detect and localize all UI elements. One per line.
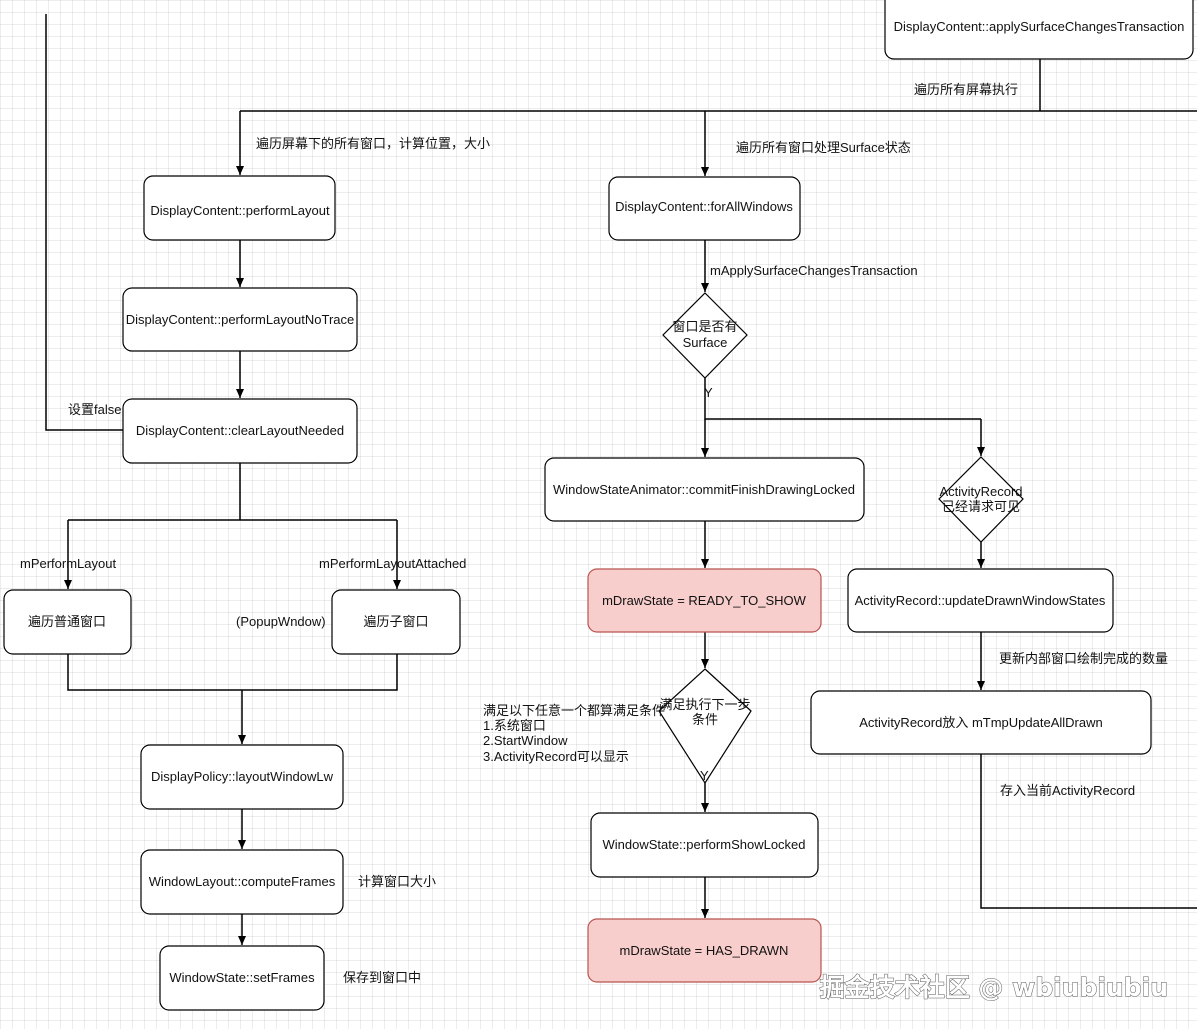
label-yes-condition: Y xyxy=(700,768,709,783)
label-condition-title: 满足以下任意一个都算满足条件 xyxy=(483,703,665,718)
node-compute-frames: WindowLayout::computeFrames xyxy=(140,849,344,915)
edge-labels: 遍历所有屏幕执行 遍历屏幕下的所有窗口，计算位置，大小 遍历所有窗口处理Surf… xyxy=(20,82,1168,985)
label-popup-window: (PopupWndow) xyxy=(236,614,326,629)
node-apply-surface-label: DisplayContent::applySurfaceChangesTrans… xyxy=(894,19,1185,34)
node-perform-layout-no-trace-label: DisplayContent::performLayoutNoTrace xyxy=(126,312,355,327)
edge-save-current xyxy=(980,754,1197,909)
label-save-to-window: 保存到窗口中 xyxy=(343,970,421,985)
node-compute-frames-box xyxy=(140,849,344,915)
node-perform-show-box xyxy=(590,812,819,878)
node-for-all-windows-label: DisplayContent::forAllWindows xyxy=(615,199,793,214)
node-layout-window-lw: DisplayPolicy::layoutWindowLw xyxy=(140,744,344,810)
node-meets-condition-label-1: 满足执行下一步 xyxy=(659,697,750,712)
node-traverse-child-box xyxy=(331,589,461,655)
node-tmp-update: ActivityRecord放入 mTmpUpdateAllDrawn xyxy=(810,690,1152,755)
label-set-false: 设置false xyxy=(68,402,121,417)
node-activity-visible-label-2: 已经请求可见 xyxy=(942,499,1020,514)
edge-clear-split xyxy=(68,463,397,521)
node-has-surface-label-1: 窗口是否有 xyxy=(672,319,737,334)
node-for-all-windows-box xyxy=(608,176,801,241)
node-tmp-update-label: ActivityRecord放入 mTmpUpdateAllDrawn xyxy=(859,715,1102,730)
node-has-surface-label-2: Surface xyxy=(683,335,728,350)
label-m-apply: mApplySurfaceChangesTransaction xyxy=(710,263,918,278)
edge-surface-split xyxy=(704,378,981,420)
node-perform-show-label: WindowState::performShowLocked xyxy=(602,837,805,852)
node-for-all-windows: DisplayContent::forAllWindows xyxy=(608,176,801,241)
node-traverse-child: 遍历子窗口 xyxy=(331,589,461,655)
node-layout-window-lw-label: DisplayPolicy::layoutWindowLw xyxy=(151,769,334,784)
node-set-frames-label: WindowState::setFrames xyxy=(169,970,315,985)
node-commit-finish-box xyxy=(544,457,865,522)
node-activity-visible: ActivityRecord 已经请求可见 xyxy=(938,456,1024,543)
node-perform-layout-label: DisplayContent::performLayout xyxy=(150,203,330,218)
label-traverse-surface-state: 遍历所有窗口处理Surface状态 xyxy=(736,140,911,155)
node-compute-frames-label: WindowLayout::computeFrames xyxy=(149,874,336,889)
node-traverse-normal: 遍历普通窗口 xyxy=(3,589,132,655)
label-condition-1: 1.系统窗口 xyxy=(483,718,546,733)
node-perform-show: WindowState::performShowLocked xyxy=(590,812,819,878)
node-perform-layout-no-trace: DisplayContent::performLayoutNoTrace xyxy=(122,287,358,352)
node-commit-finish: WindowStateAnimator::commitFinishDrawing… xyxy=(544,457,865,522)
node-activity-visible-diamond xyxy=(938,456,1024,543)
node-ready-to-show: mDrawState = READY_TO_SHOW xyxy=(587,568,822,633)
label-condition-3: 3.ActivityRecord可以显示 xyxy=(483,749,629,764)
node-ready-to-show-box xyxy=(587,568,822,633)
node-perform-layout: DisplayContent::performLayout xyxy=(143,175,336,241)
node-clear-layout-needed-label: DisplayContent::clearLayoutNeeded xyxy=(136,423,344,438)
node-has-drawn-label: mDrawState = HAS_DRAWN xyxy=(620,943,789,958)
node-clear-layout-needed-box xyxy=(122,398,358,464)
node-update-drawn-label: ActivityRecord::updateDrawnWindowStates xyxy=(855,593,1106,608)
label-update-count: 更新内部窗口绘制完成的数量 xyxy=(999,651,1168,666)
node-meets-condition-diamond xyxy=(658,668,752,785)
label-yes-surface: Y xyxy=(704,385,713,400)
node-layout-window-lw-box xyxy=(140,744,344,810)
node-apply-surface: DisplayContent::applySurfaceChangesTrans… xyxy=(884,0,1194,60)
edge-left-loop xyxy=(45,14,123,431)
label-condition-2: 2.StartWindow xyxy=(483,733,568,748)
node-activity-visible-label-1: ActivityRecord xyxy=(939,484,1022,499)
node-traverse-normal-label: 遍历普通窗口 xyxy=(28,614,106,629)
node-traverse-child-label: 遍历子窗口 xyxy=(363,614,428,629)
label-traverse-screen-windows: 遍历屏幕下的所有窗口，计算位置，大小 xyxy=(256,136,490,151)
node-set-frames: WindowState::setFrames xyxy=(159,945,325,1011)
node-has-surface: 窗口是否有 Surface xyxy=(662,292,748,379)
edges xyxy=(45,14,1197,945)
label-traverse-all-screens: 遍历所有屏幕执行 xyxy=(914,82,1018,97)
label-m-perform-layout-attached: mPerformLayoutAttached xyxy=(319,556,466,571)
node-meets-condition-label-2: 条件 xyxy=(692,712,718,727)
node-meets-condition: 满足执行下一步 条件 xyxy=(658,668,752,785)
label-m-perform-layout: mPerformLayout xyxy=(20,556,116,571)
node-commit-finish-label: WindowStateAnimator::commitFinishDrawing… xyxy=(553,482,855,497)
node-has-drawn-box xyxy=(587,918,822,983)
node-perform-layout-box xyxy=(143,175,336,241)
node-update-drawn-box xyxy=(847,568,1114,633)
label-save-current: 存入当前ActivityRecord xyxy=(1000,783,1135,798)
edge-merge xyxy=(67,654,398,691)
node-has-drawn: mDrawState = HAS_DRAWN xyxy=(587,918,822,983)
node-update-drawn: ActivityRecord::updateDrawnWindowStates xyxy=(847,568,1114,633)
node-traverse-normal-box xyxy=(3,589,132,655)
watermark: 掘金技术社区 @ wbiubiubiu xyxy=(820,973,1168,1002)
node-perform-layout-no-trace-box xyxy=(122,287,358,352)
node-has-surface-diamond xyxy=(662,292,748,379)
node-clear-layout-needed: DisplayContent::clearLayoutNeeded xyxy=(122,398,358,464)
node-tmp-update-box xyxy=(810,690,1152,755)
node-set-frames-box xyxy=(159,945,325,1011)
node-apply-surface-box xyxy=(884,0,1194,60)
label-compute-size: 计算窗口大小 xyxy=(358,874,436,889)
node-ready-to-show-label: mDrawState = READY_TO_SHOW xyxy=(602,593,807,608)
